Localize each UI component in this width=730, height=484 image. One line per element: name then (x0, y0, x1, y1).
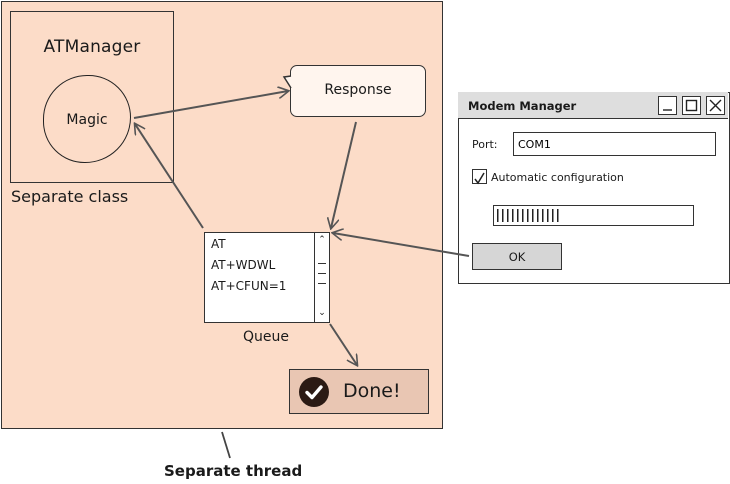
arrow-ok-to-queue (333, 233, 470, 257)
checkmark-icon (305, 385, 323, 400)
automatic-configuration-label[interactable]: Automatic configuration (491, 171, 624, 184)
response-callout-tail (282, 75, 292, 89)
checkmark-icon (474, 172, 485, 185)
separate-class-caption: Separate class (11, 187, 129, 206)
window-title: Modem Manager (468, 99, 577, 113)
magic-circle (43, 75, 131, 163)
queue-item[interactable]: AT (211, 237, 226, 251)
maximize-icon (685, 99, 698, 112)
ok-label[interactable]: OK (508, 250, 526, 264)
minimize-icon (663, 109, 672, 111)
arrow-response-to-queue (331, 121, 357, 228)
close-icon (709, 99, 722, 112)
scroll-up-icon[interactable]: ⌃ (318, 235, 326, 245)
maximize-button[interactable] (682, 96, 701, 115)
close-button[interactable] (706, 96, 725, 115)
minimize-button[interactable] (658, 96, 677, 115)
queue-scrollbar[interactable]: ⌃ ⌄ (314, 233, 329, 322)
scroll-down-icon[interactable]: ⌄ (318, 308, 326, 318)
arrow-queue-to-done (329, 323, 357, 365)
queue-item[interactable]: AT+WDWL (211, 258, 276, 272)
queue-item[interactable]: AT+CFUN=1 (211, 279, 287, 293)
queue-list[interactable]: AT AT+WDWL AT+CFUN=1 ⌃ ⌄ (204, 232, 330, 323)
arrow-magic-to-response (133, 91, 288, 119)
response-label: Response (324, 82, 392, 98)
thread-pointer-line (221, 431, 231, 459)
ok-button[interactable] (472, 243, 562, 270)
scroll-grip (318, 263, 326, 264)
atmanager-class-box (10, 11, 174, 183)
arrow-queue-to-magic (135, 124, 204, 229)
automatic-configuration-checkbox[interactable] (472, 169, 487, 185)
response-callout (290, 65, 426, 117)
done-label[interactable]: Done! (343, 380, 401, 402)
port-input[interactable] (513, 132, 716, 156)
atmanager-title: ATManager (43, 37, 141, 57)
port-label: Port: (472, 138, 498, 151)
magic-label: Magic (66, 112, 108, 128)
separate-thread-caption: Separate thread (164, 462, 303, 480)
scroll-grip (318, 283, 326, 284)
progress-bar (493, 205, 694, 226)
checkmark-circle-icon (299, 377, 329, 407)
scroll-grip (318, 273, 326, 274)
queue-label: Queue (243, 329, 289, 345)
progress-fill (497, 209, 561, 222)
